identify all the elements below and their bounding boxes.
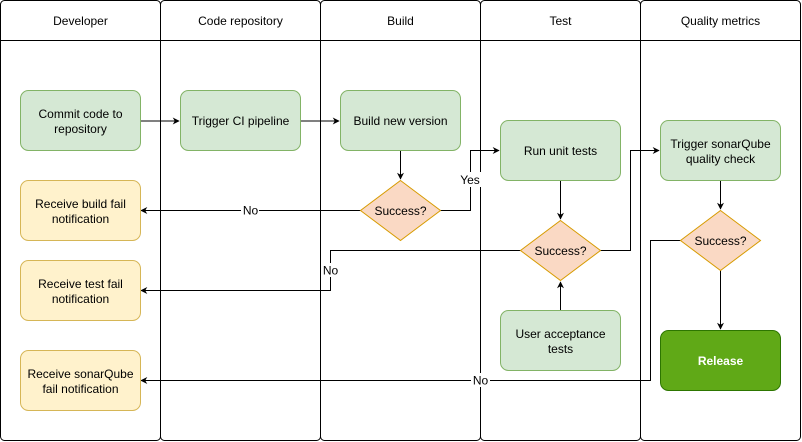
node-test-fail-line-1: Receive test fail: [38, 277, 123, 291]
edge-label-quality-no: No: [473, 374, 489, 388]
node-build-version-label: Build new version: [353, 114, 447, 128]
node-uat-line-2: tests: [548, 342, 573, 356]
node-build-fail-line-1: Receive build fail: [35, 197, 126, 211]
decision-test-success: Success?: [519, 219, 602, 282]
edge-quality-no: [140, 240, 681, 384]
node-trigger-sonar-line-1: Trigger sonarQube: [670, 137, 771, 151]
edge-label-build-no: No: [243, 204, 259, 218]
node-release: Release: [660, 330, 781, 391]
node-build-fail-line-2: notification: [52, 212, 109, 226]
decision-build-success: Success?: [359, 179, 442, 242]
node-uat-line-1: User acceptance: [515, 327, 605, 341]
lane-header-build: Build: [387, 14, 414, 28]
decision-test-success-label: Success?: [534, 244, 586, 258]
edge-test-yes: [600, 147, 660, 251]
decision-nodes: Success? Success? Success?: [359, 179, 762, 282]
node-release-label: Release: [698, 354, 744, 368]
node-sonar-fail-line-1: Receive sonarQube: [27, 367, 133, 381]
node-commit-line-1: Commit code to: [38, 107, 122, 121]
edge-labels: No Yes No No: [241, 172, 490, 388]
lane-header-developer: Developer: [53, 14, 108, 28]
lane-code-repository: Code repository: [160, 0, 321, 441]
node-trigger-sonar-line-2: quality check: [686, 152, 756, 166]
decision-build-success-label: Success?: [374, 204, 426, 218]
node-test-fail-line-2: notification: [52, 292, 109, 306]
edge-label-test-no: No: [323, 264, 339, 278]
node-run-unit-tests-label: Run unit tests: [524, 144, 597, 158]
edge-label-build-yes: Yes: [460, 173, 480, 187]
node-trigger-ci: Trigger CI pipeline: [180, 90, 301, 151]
node-commit-line-2: repository: [54, 122, 107, 136]
decision-quality-success: Success?: [679, 209, 762, 272]
lane-header-code-repository: Code repository: [198, 14, 283, 28]
lane-header-test: Test: [549, 14, 572, 28]
node-trigger-ci-label: Trigger CI pipeline: [192, 114, 290, 128]
connectors: [140, 117, 724, 384]
node-build-version: Build new version: [340, 90, 461, 151]
node-run-unit-tests: Run unit tests: [500, 120, 621, 181]
decision-quality-success-label: Success?: [694, 234, 746, 248]
lane-header-quality-metrics: Quality metrics: [681, 14, 760, 28]
node-sonar-fail-line-2: fail notification: [42, 382, 118, 396]
